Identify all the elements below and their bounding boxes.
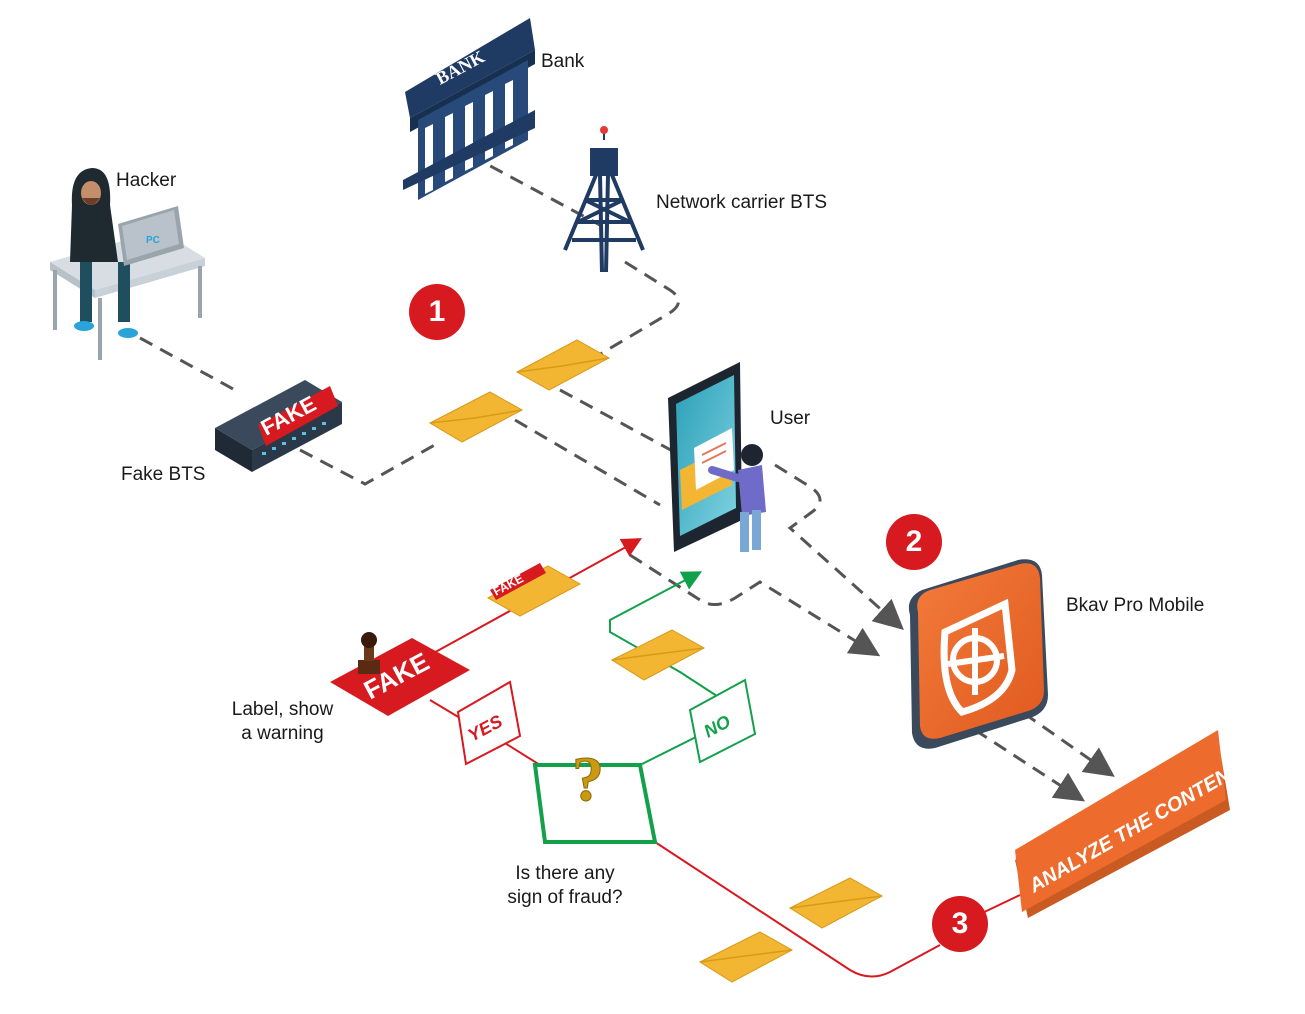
yes-tag: YES: [456, 680, 522, 766]
bkav-to-analyze-dash-1: [1004, 698, 1115, 777]
label-warning-text: Label, show a warning: [215, 698, 350, 746]
user-to-bkav-dash-1: [774, 463, 904, 631]
step-badge-3: 3: [932, 896, 988, 952]
step-badge-1: 1: [409, 284, 465, 340]
network-carrier-bts-label: Network carrier BTS: [656, 192, 828, 213]
red-line-yes-to-box: [499, 739, 541, 766]
laptop-pc-text: PC: [146, 235, 160, 246]
carrier-envelope-to-user-dash: [559, 388, 681, 457]
dashed-connectors: [139, 153, 1115, 802]
fake-bts-server-icon: FAKE: [215, 380, 342, 472]
bkav-pro-mobile-label: Bkav Pro Mobile: [1066, 595, 1205, 616]
envelope-icon: [515, 339, 611, 391]
step-badge-2: 2: [886, 514, 942, 570]
envelope-icon: [610, 629, 706, 681]
user-person-illustration: [708, 444, 766, 552]
bkav-to-analyze-dash-2: [974, 728, 1086, 802]
bank-label: Bank: [541, 51, 585, 72]
no-tag: NO: [688, 678, 757, 764]
fake-bts-label-text: Fake BTS: [121, 464, 206, 485]
label-warning-line-1: Label, show: [231, 699, 334, 720]
user-to-bkav-dash-2: [629, 553, 881, 657]
envelope-icon: [698, 931, 794, 983]
fraud-question-line-1: Is there any: [515, 863, 615, 884]
green-line-box-to-no: [639, 734, 701, 766]
red-line-box-to-3: [654, 841, 941, 978]
fakebts-to-envelope-dash: [299, 440, 441, 486]
analyze-content-banner: ANALYZE THE CONTENT: [1015, 730, 1247, 918]
bts-tower-icon: [563, 128, 645, 273]
envelope-icon: [428, 391, 524, 443]
phone-icon: [668, 362, 742, 552]
green-line-no-to-user: [609, 571, 721, 699]
bts-antenna-light: [600, 126, 608, 134]
hacker-illustration: PC: [50, 168, 205, 360]
hacker-label: Hacker: [116, 170, 177, 191]
envelope-icon: [788, 877, 884, 929]
bank-icon: BANK: [403, 18, 535, 200]
fraud-question-line-2: sign of fraud?: [507, 887, 623, 908]
fake-envelope-icon: FAKE: [486, 563, 582, 617]
hacker-to-fakebts-dash: [139, 336, 236, 392]
bts-to-user-dash: [547, 260, 680, 387]
question-mark-icon: ?: [572, 743, 604, 814]
user-label: User: [770, 408, 811, 429]
fraud-question-text: Is there any sign of fraud?: [490, 862, 640, 910]
bkav-shield-icon: [908, 559, 1048, 749]
fraud-decision-box: ?: [532, 743, 658, 844]
label-warning-line-2: a warning: [241, 723, 324, 744]
envelope-to-user-dash: [514, 418, 661, 507]
fake-stamp-icon: FAKE: [330, 632, 470, 716]
